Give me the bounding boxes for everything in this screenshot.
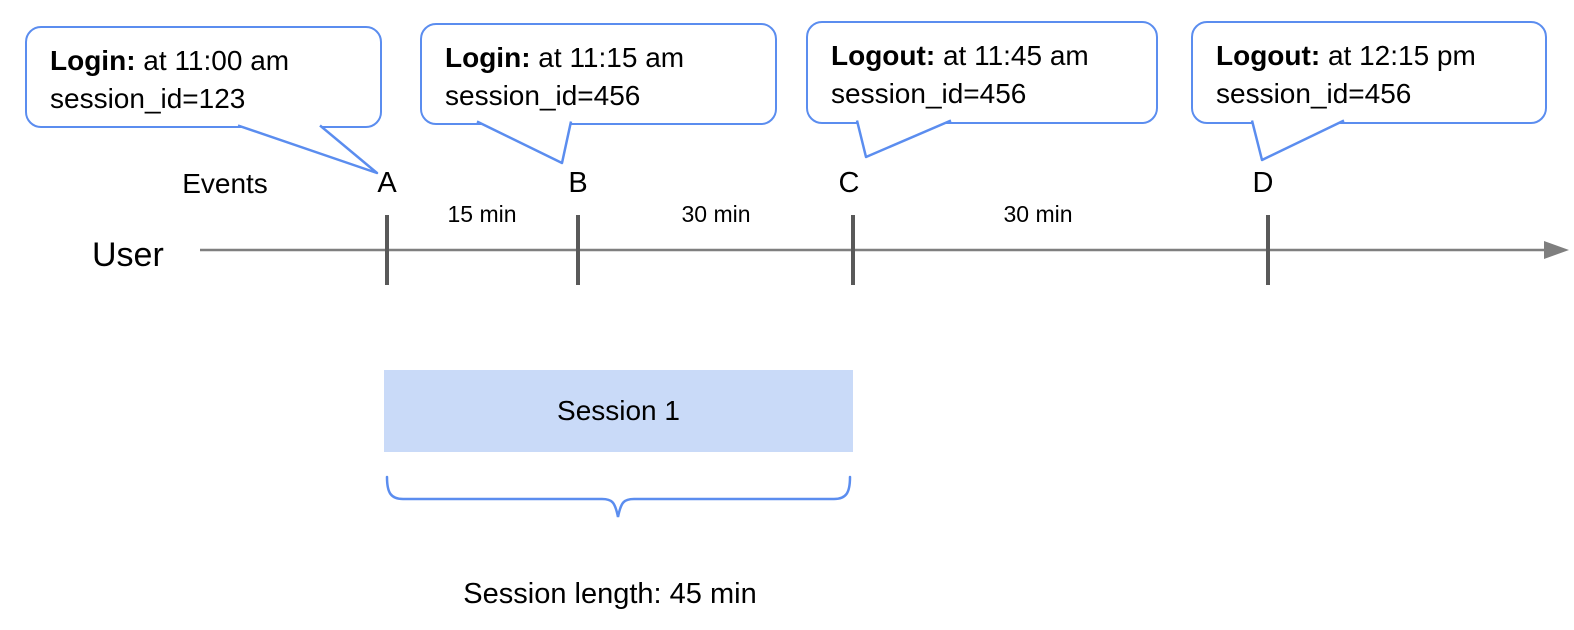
- callout-event-type: Login:: [50, 45, 136, 76]
- callout-line1: Logout: at 11:45 am: [831, 37, 1146, 75]
- callout-line1: Logout: at 12:15 pm: [1216, 37, 1535, 75]
- callout-event-type: Login:: [445, 42, 531, 73]
- session-length-label: Session length: 45 min: [463, 578, 757, 610]
- callout-login-b: Login: at 11:15 am session_id=456: [420, 23, 777, 125]
- callout-session-id: session_id=456: [831, 78, 1027, 109]
- callout-tail-d: [1250, 119, 1345, 162]
- timeline-arrowhead-icon: [1544, 241, 1569, 259]
- events-label-text: Events: [182, 168, 268, 199]
- session-length-brace: [385, 475, 852, 518]
- callout-event-time: at 11:15 am: [530, 42, 685, 73]
- event-mark-d: D: [1252, 167, 1274, 199]
- interval-label-bc: 30 min: [681, 201, 751, 227]
- timeline-axis-label: User: [92, 236, 164, 274]
- callout-event-type: Logout:: [1216, 40, 1321, 71]
- session-1-box: Session 1: [384, 370, 853, 452]
- callout-line1: Login: at 11:00 am: [50, 42, 370, 80]
- callout-tail-c: [855, 119, 952, 159]
- callout-event-time: at 11:45 am: [935, 40, 1089, 71]
- session-1-label: Session 1: [557, 395, 680, 426]
- event-mark-c: C: [838, 167, 860, 199]
- callout-tail-a: [237, 124, 379, 175]
- callout-session-id: session_id=456: [445, 80, 641, 111]
- callout-tail-b: [476, 120, 573, 165]
- callout-logout-d: Logout: at 12:15 pm session_id=456: [1191, 21, 1547, 124]
- callout-session-id: session_id=123: [50, 83, 246, 114]
- callout-line1: Login: at 11:15 am: [445, 39, 765, 77]
- event-mark-b: B: [568, 167, 588, 199]
- callout-session-id: session_id=456: [1216, 78, 1412, 109]
- callout-event-time: at 12:15 pm: [1320, 40, 1476, 71]
- interval-label-ab: 15 min: [447, 201, 517, 227]
- callout-logout-c: Logout: at 11:45 am session_id=456: [806, 21, 1158, 124]
- callout-event-type: Logout:: [831, 40, 936, 71]
- callout-login-a: Login: at 11:00 am session_id=123: [25, 26, 382, 128]
- callout-event-time: at 11:00 am: [135, 45, 290, 76]
- event-mark-a: A: [377, 167, 397, 199]
- interval-label-cd: 30 min: [1003, 201, 1073, 227]
